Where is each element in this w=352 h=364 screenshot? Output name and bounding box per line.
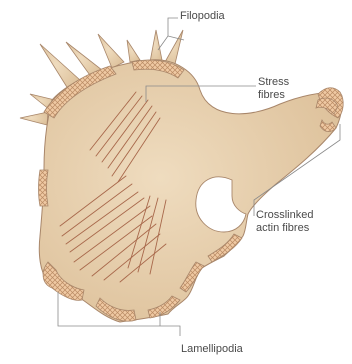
crosslinked-text-line2: actin fibres: [256, 222, 346, 235]
filopodia-text: Filopodia: [180, 10, 225, 23]
filopodia-label: Filopodia: [180, 10, 225, 23]
lamellipodia-label: Lamellipodia: [181, 343, 243, 356]
lamellipodia-text: Lamellipodia: [181, 343, 243, 356]
crosslinked-text-line1: Crosslinked: [256, 209, 346, 222]
stress-fibres-label: Stress fibres: [258, 76, 318, 102]
stress-fibres-text-line2: fibres: [258, 89, 318, 102]
crosslinked-actin-label: Crosslinked actin fibres: [256, 209, 346, 235]
stress-fibres-text-line1: Stress: [258, 76, 318, 89]
